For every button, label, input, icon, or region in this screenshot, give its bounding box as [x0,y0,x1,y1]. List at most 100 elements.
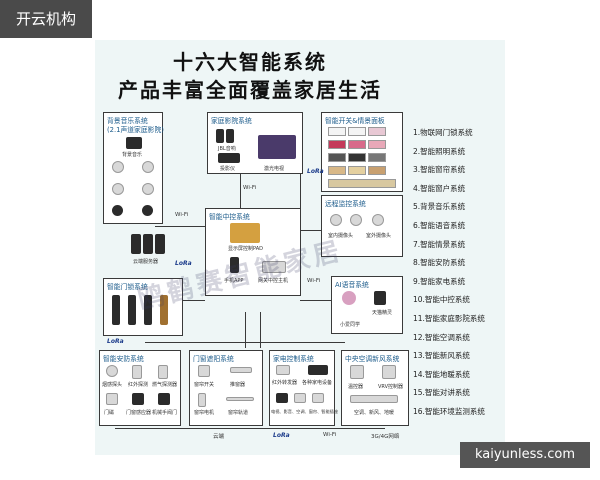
switch-panel-icon [348,166,366,175]
music-host-icon [126,137,142,149]
system-item: 11.智能家庭影院系统 [413,313,485,323]
curtain-caption: 窗帘电机 [194,410,215,416]
system-item: 12.智能空调系统 [413,332,470,342]
system-item: 4.智能窗户系统 [413,183,466,193]
connector-line [245,312,246,348]
system-item: 3.智能窗帘系统 [413,165,466,175]
music-system-box: 背景音乐系统 (2.1声道家庭影院) 背景音乐 [103,112,164,224]
appliance-system-label: 家电控制系统 [273,355,314,363]
curtain-motor-icon [198,393,206,407]
corner-badge: 开云机构 [0,0,92,38]
security-caption: 门窗感应器 [126,410,152,416]
aircon-icon [350,395,398,403]
appliance-caption: 红外转发器 [272,380,298,386]
speaker-icon [142,205,153,216]
camera-icon [330,214,342,226]
server-icon [143,234,153,254]
control-pad-icon [230,223,260,243]
curtain-caption: 推窗器 [230,382,246,388]
system-item: 13.智能新风系统 [413,351,470,361]
window-sensor-icon [132,393,144,405]
speaker-icon [112,205,123,216]
thermostat-icon [350,365,364,379]
connector-line [240,172,241,210]
speaker-icon [216,129,224,143]
curtain-caption: 窗帘轨道 [228,410,249,416]
lora-label: LoRa [273,432,290,439]
control-gateway-caption: 网关中控主机 [258,278,289,284]
smart-lock-icon [128,295,136,325]
cinema-tv-caption: 激光电视 [264,166,285,172]
music-system-label: 背景音乐系统 [107,117,148,125]
monitor-system-label: 远程监控系统 [325,200,366,208]
ceiling-speaker-icon [112,161,124,173]
wifi-label: Wi-Fi [243,185,257,191]
curtain-system-box: 门窗遮阳系统 窗帘开关 推窗器 窗帘电机 窗帘轨道 [189,350,263,426]
title-line-1: 十六大智能系统 [173,50,327,74]
hvac-system-box: 中央空调新风系统 温控器 VRV控制器 空调、新风、地暖 [341,350,409,426]
switch-panel-icon [328,153,346,162]
appliance-system-box: 家电控制系统 红外转发器 各种家电设备 电视、影音、空调、窗帘、智能插座 [269,350,338,426]
ceiling-speaker-icon [142,183,154,195]
appliance-caption: 各种家电设备 [302,380,333,386]
gas-detector-icon [158,365,168,379]
tv-icon [258,135,296,159]
system-item: 14.智能地暖系统 [413,369,470,379]
gateway-icon [262,261,286,273]
system-item: 1.物联网门锁系统 [413,128,473,137]
cloud-label: 云端 [213,434,225,440]
system-item: 2.智能照明系统 [413,146,466,156]
server-icon [155,234,165,254]
wifi-label: Wi-Fi [323,432,337,438]
system-item: 16.智能环境监测系统 [413,406,485,416]
lora-label: LoRa [175,260,192,267]
security-caption: 燃气探测器 [152,382,178,388]
control-pad-caption: 显示屏控制PAD [228,246,263,252]
smart-speaker-icon [342,291,356,305]
connector-line [155,226,205,227]
switch-panel-icon [328,166,346,175]
camera-icon [372,214,384,226]
ir-blaster-icon [276,365,290,375]
projector-icon [218,153,240,163]
system-item: 8.智能安防系统 [413,258,466,268]
switch-panel-icon [368,166,386,175]
connector-line [300,170,301,210]
system-item: 6.智能语音系统 [413,220,466,230]
security-caption: 门磁 [104,410,115,416]
voice-system-label: AI语音系统 [335,281,369,289]
connector-line [145,342,345,343]
voice-system-box: AI语音系统 小爱同学 天猫精灵 [331,276,403,334]
switch-panel-icon [328,140,346,149]
pir-sensor-icon [132,365,142,379]
system-list: 1.物联网门锁系统 2.智能照明系统 3.智能窗帘系统 4.智能窗户系统 5.背… [413,124,503,422]
server-icon [131,234,141,254]
cinema-speaker-caption: JBL音响 [218,146,236,152]
speaker-icon [226,129,234,143]
network-4g-label: 3G/4G网络 [371,434,400,440]
phone-icon [230,257,239,273]
switch-panel-icon [368,140,386,149]
smart-speaker-icon [374,291,386,305]
switch-system-box: 智能开关&情景面板 [321,112,403,192]
hvac-caption: VRV控制器 [378,384,404,390]
door-sensor-icon [106,393,118,405]
switch-panel-icon [368,127,386,136]
control-system-box: 智能中控系统 显示屏控制PAD 手机APP 网关中控主机 [205,208,301,296]
title-line-2: 产品丰富全面覆盖家居生活 [118,78,382,102]
monitor-system-box: 远程监控系统 室内摄像头 室外摄像头 [321,195,403,257]
voice-speaker-caption: 小爱同学 [340,322,361,328]
poster-card: 十六大智能系统 产品丰富全面覆盖家居生活 1.物联网门锁系统 2.智能照明系统 … [95,40,505,455]
valve-icon [158,393,170,405]
system-item: 5.背景音乐系统 [413,202,466,212]
switch-panel-icon [348,153,366,162]
footer-badge: kaiyunless.com [460,442,590,468]
window-opener-icon [230,367,252,373]
switch-panel-icon [348,127,366,136]
switch-panel-icon [348,140,366,149]
wifi-label: Wi-Fi [175,212,189,218]
hvac-system-label: 中央空调新风系统 [345,355,400,363]
aircon-icon [294,393,306,403]
cinema-projector-caption: 投影仪 [220,166,236,172]
hvac-caption: 空调、新风、地暖 [354,410,395,416]
